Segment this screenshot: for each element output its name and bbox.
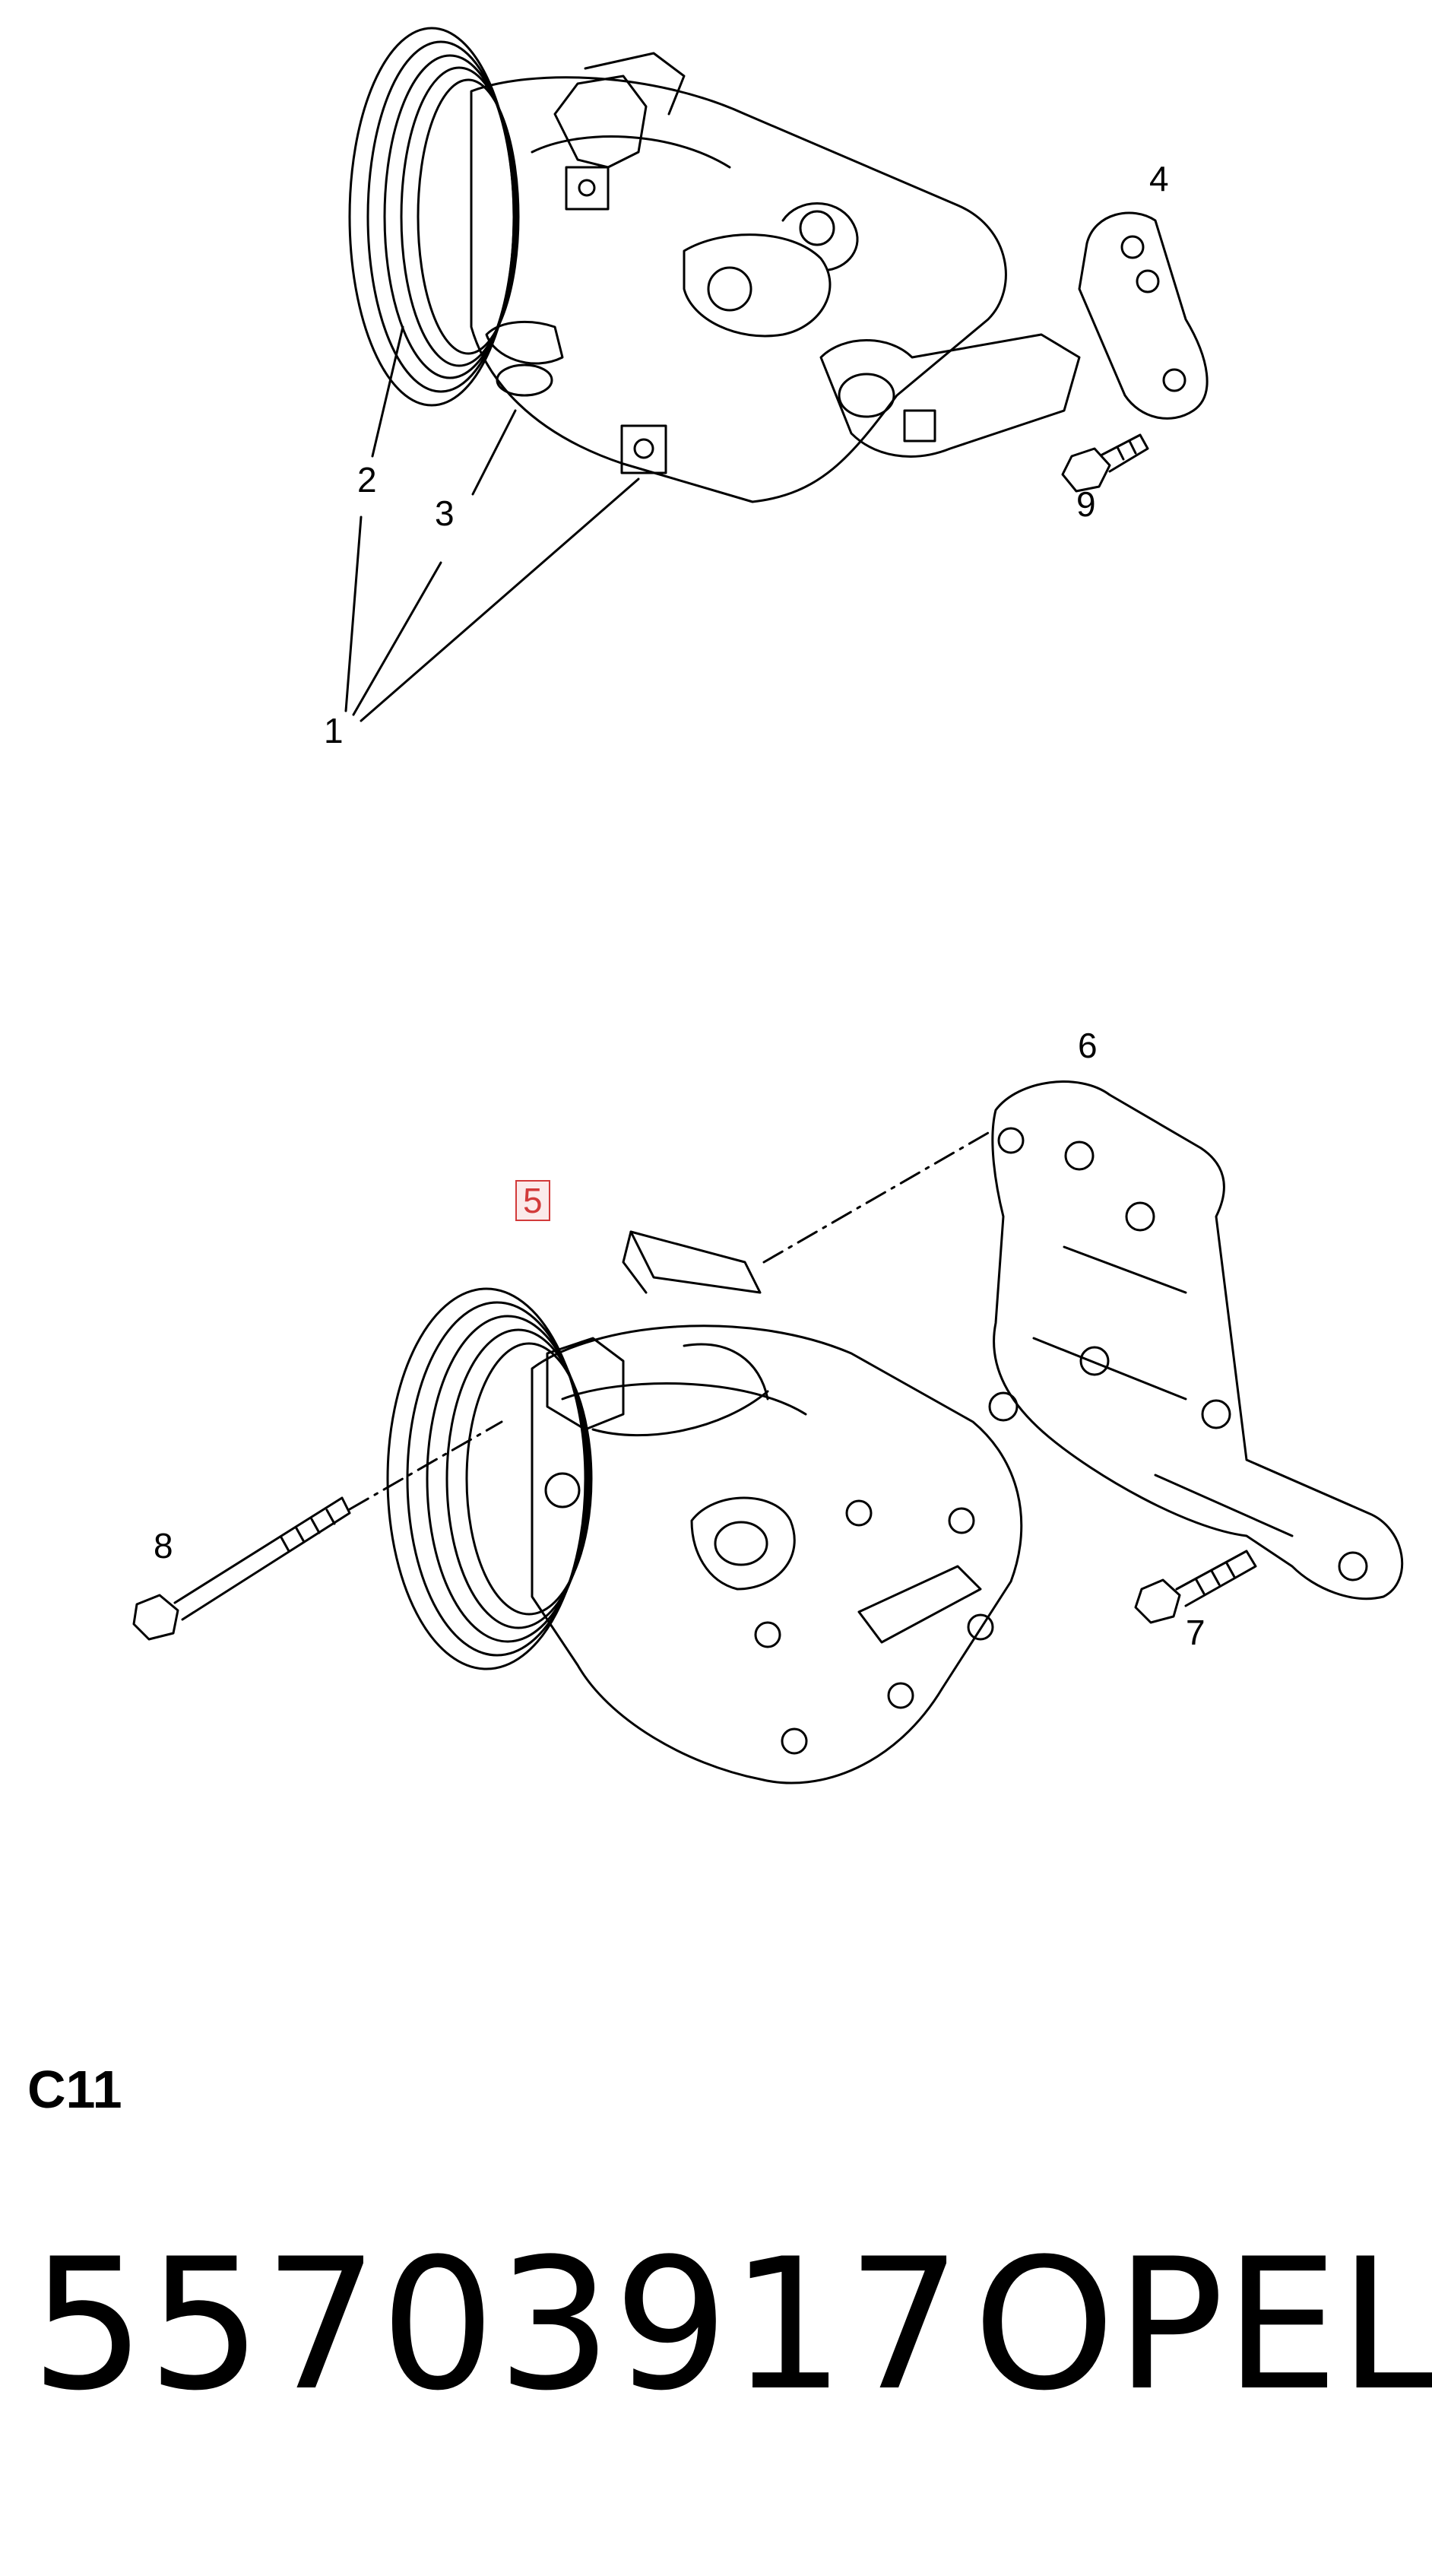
callout-9: 9 (1076, 484, 1096, 524)
parts-diagram (132, 27, 1404, 1784)
callout-6: 6 (1078, 1026, 1098, 1065)
callout-8: 8 (154, 1526, 173, 1566)
compressor-lower (386, 1230, 1023, 1784)
brand-name: OPEL (973, 2220, 1432, 2431)
callout-7: 7 (1186, 1613, 1205, 1652)
bolt-8 (132, 1496, 351, 1641)
bolt-9 (1061, 433, 1149, 493)
leader-lines-upper (344, 325, 640, 722)
callout-2: 2 (357, 460, 377, 500)
callout-3: 3 (435, 493, 455, 533)
part-number: 55703917 (30, 2220, 964, 2431)
bracket-4 (1078, 211, 1209, 420)
bolt-7 (1134, 1550, 1257, 1624)
compressor-upper (348, 27, 1081, 503)
callout-5-highlighted: 5 (515, 1180, 550, 1221)
section-code: C11 (27, 2060, 122, 2119)
alignment-lines (348, 1131, 990, 1511)
bracket-6 (988, 1080, 1404, 1600)
callout-1: 1 (324, 711, 344, 750)
callout-4: 4 (1149, 159, 1169, 198)
